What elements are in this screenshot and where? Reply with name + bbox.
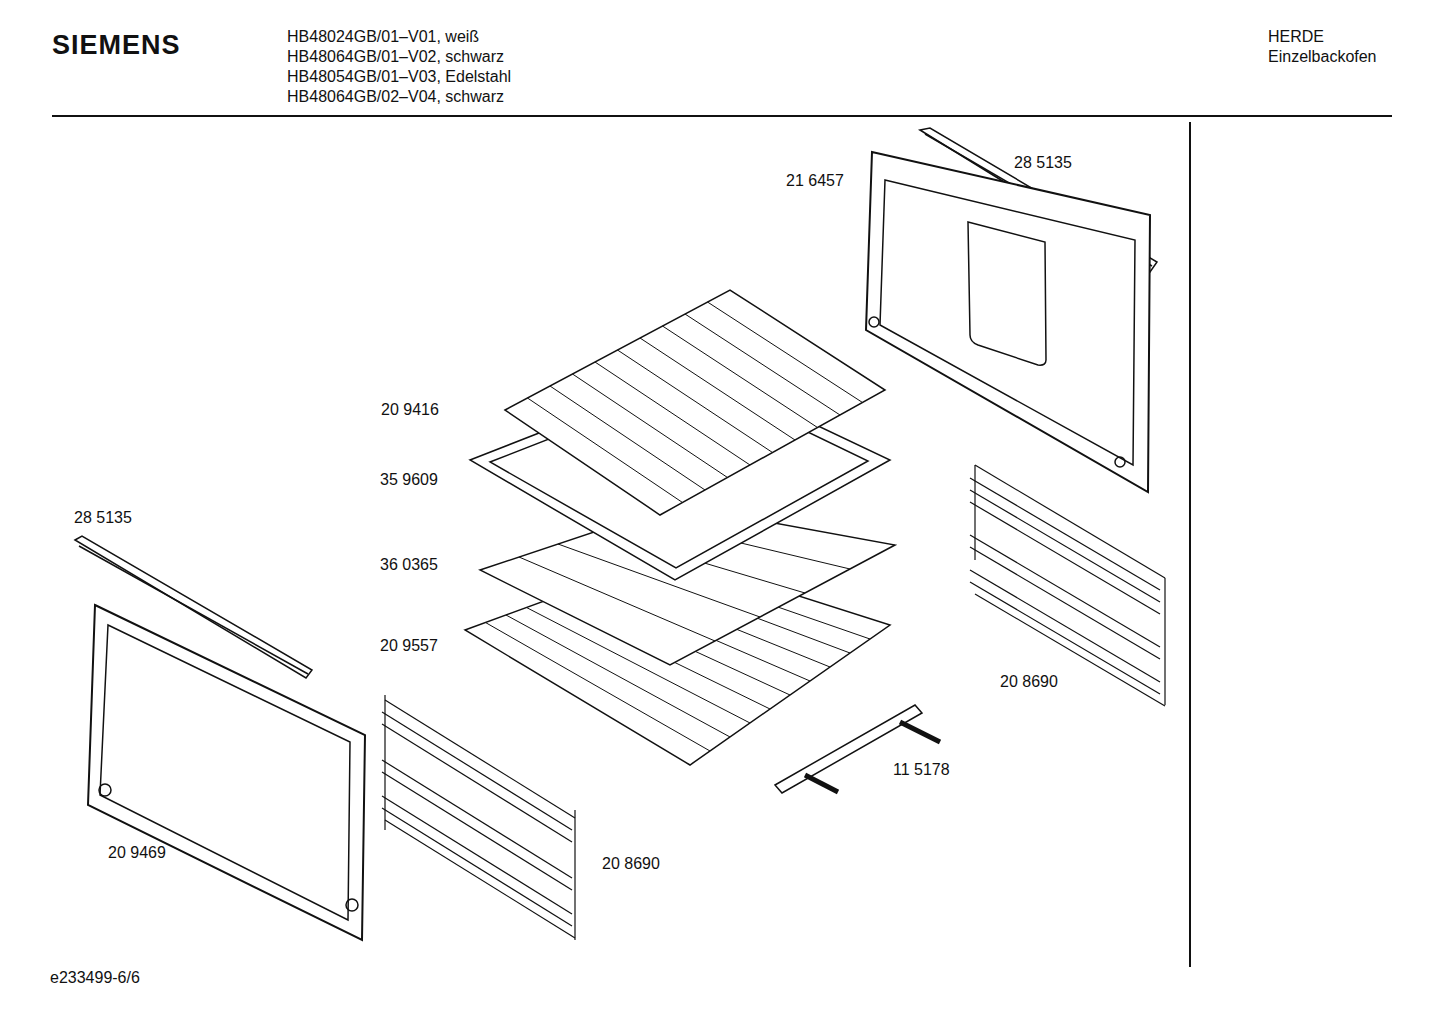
drawing-id: e233499-6/6: [50, 969, 140, 987]
callout-number: 11 5178: [893, 761, 950, 779]
callout-number: 36 0365: [380, 556, 438, 574]
model-line: HB48024GB/01–V01, weiß: [287, 28, 479, 46]
callout-number: 35 9609: [380, 471, 438, 489]
callout-number: 21 6457: [786, 172, 844, 190]
callout-number: 20 9416: [381, 401, 439, 419]
callout-number: 20 9469: [108, 844, 166, 862]
callout-number: 28 5135: [1014, 154, 1072, 172]
category: HERDE: [1268, 28, 1324, 46]
model-line: HB48064GB/02–V04, schwarz: [287, 88, 504, 106]
callout-number: 20 8690: [1000, 673, 1058, 691]
category: Einzelbackofen: [1268, 48, 1377, 66]
callout-number: 28 5135: [74, 509, 132, 527]
model-line: HB48064GB/01–V02, schwarz: [287, 48, 504, 66]
brand: SIEMENS: [52, 30, 181, 60]
callout-number: 20 8690: [602, 855, 660, 873]
callout-number: 20 9557: [380, 637, 438, 655]
model-line: HB48054GB/01–V03, Edelstahl: [287, 68, 511, 86]
